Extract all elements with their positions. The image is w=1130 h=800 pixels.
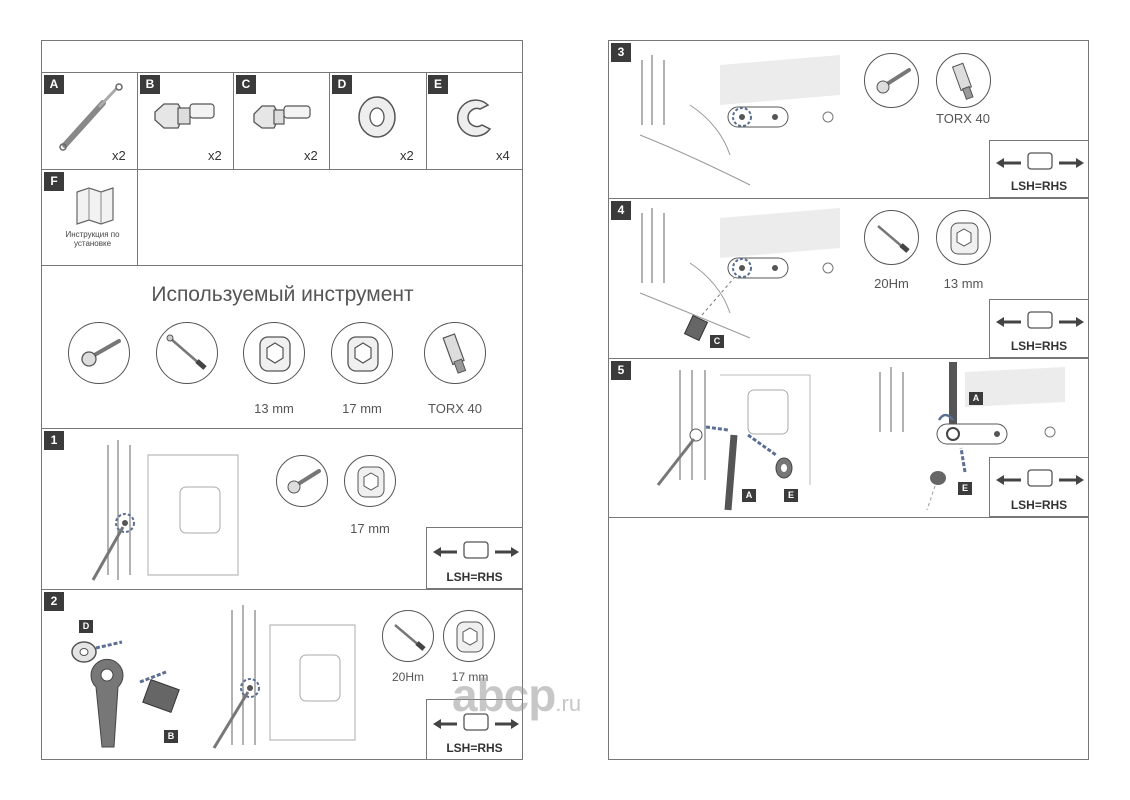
divider	[233, 72, 234, 169]
clip-icon	[456, 99, 492, 137]
part-letter: A	[44, 75, 64, 94]
tool-caption: 20Hm	[874, 276, 909, 291]
gas-strut-icon	[59, 83, 123, 151]
step-number: 3	[611, 43, 631, 62]
lsh-rhs-note: LSH=RHS	[989, 299, 1089, 358]
divider	[41, 72, 523, 73]
tool-caption: 13 mm	[943, 276, 984, 291]
tool-caption: 17 mm	[451, 670, 489, 684]
divider	[41, 265, 523, 266]
vehicle-door-frame-illustration	[91, 440, 239, 581]
part-label: D	[79, 620, 93, 633]
part-quantity: x4	[496, 148, 510, 163]
manual-label: Инструкция по установке	[65, 230, 120, 248]
part-letter: B	[140, 75, 160, 94]
left-page	[41, 40, 523, 760]
part-letter: E	[428, 75, 448, 94]
part-letter: C	[236, 75, 256, 94]
part-label: A	[742, 489, 756, 502]
ratchet-icon	[864, 53, 919, 108]
vehicle-arrows-icon	[433, 541, 519, 559]
lsh-rhs-note: LSH=RHS	[426, 527, 523, 589]
tool-caption: TORX 40	[428, 401, 482, 416]
divider	[41, 428, 523, 429]
watermark-brand: abcp	[452, 669, 556, 721]
divider	[41, 589, 523, 590]
tool-caption: 17 mm	[350, 521, 390, 536]
lsh-rhs-label: LSH=RHS	[1010, 339, 1068, 353]
part-label: B	[164, 730, 178, 743]
torx-bit-icon	[424, 322, 486, 384]
lsh-rhs-label: LSH=RHS	[446, 741, 503, 755]
vehicle-body-illustration	[639, 55, 840, 186]
part-quantity: x2	[304, 148, 318, 163]
step-number: 2	[44, 592, 64, 611]
torque-wrench-icon	[864, 210, 919, 265]
step-number: 1	[44, 431, 64, 450]
tools-title: Используемый инструмент	[151, 283, 414, 306]
divider	[608, 358, 1089, 359]
lsh-rhs-label: LSH=RHS	[446, 570, 503, 584]
socket-icon	[936, 210, 991, 265]
vehicle-body-illustration	[639, 208, 840, 342]
divider	[426, 72, 427, 169]
torque-wrench-icon	[382, 610, 434, 662]
vehicle-arrows-icon	[996, 311, 1084, 329]
vehicle-body-strut-illustration	[879, 362, 1065, 511]
tool-caption: 17 mm	[342, 401, 382, 416]
divider	[608, 517, 1089, 518]
part-label: C	[710, 335, 724, 348]
step-number: 5	[611, 361, 631, 380]
manual-icon	[76, 187, 114, 225]
part-quantity: x2	[208, 148, 222, 163]
lsh-rhs-note: LSH=RHS	[989, 140, 1089, 198]
part-label: E	[958, 482, 972, 495]
part-label: E	[784, 489, 798, 502]
washer-icon	[358, 96, 396, 138]
door-frame-with-strut-illustration	[656, 370, 811, 511]
tool-caption: TORX 40	[936, 111, 990, 126]
torque-wrench-icon	[156, 322, 218, 384]
ratchet-icon	[68, 322, 130, 384]
ratchet-icon	[276, 455, 328, 507]
lsh-rhs-note: LSH=RHS	[426, 699, 523, 760]
tool-caption: 20Hm	[391, 670, 424, 684]
part-label: A	[969, 392, 983, 405]
lsh-rhs-note: LSH=RHS	[989, 457, 1089, 517]
divider	[137, 72, 138, 265]
vehicle-arrows-icon	[996, 152, 1084, 170]
part-letter: D	[332, 75, 352, 94]
lsh-rhs-label: LSH=RHS	[1010, 498, 1068, 512]
socket-icon	[331, 322, 393, 384]
divider	[329, 72, 330, 169]
part-quantity: x2	[112, 148, 126, 163]
watermark: abcp.ru	[452, 668, 581, 722]
socket-icon	[344, 455, 396, 507]
divider	[41, 169, 523, 170]
bolt-icon	[253, 105, 311, 129]
part-quantity: x2	[400, 148, 414, 163]
vehicle-arrows-icon	[996, 469, 1084, 487]
watermark-suffix: .ru	[555, 691, 582, 716]
torx-bit-icon	[936, 53, 991, 108]
socket-icon	[243, 322, 305, 384]
divider	[608, 198, 1089, 199]
part-letter: F	[44, 172, 64, 191]
socket-icon	[443, 610, 495, 662]
step-number: 4	[611, 201, 631, 220]
vehicle-arrows-icon	[433, 713, 519, 731]
vehicle-door-frame-illustration	[212, 605, 356, 749]
bracket-assembly-illustration	[71, 640, 180, 748]
tool-caption: 13 mm	[254, 401, 294, 416]
lsh-rhs-label: LSH=RHS	[1010, 179, 1068, 193]
bolt-with-nut-icon	[154, 103, 215, 129]
